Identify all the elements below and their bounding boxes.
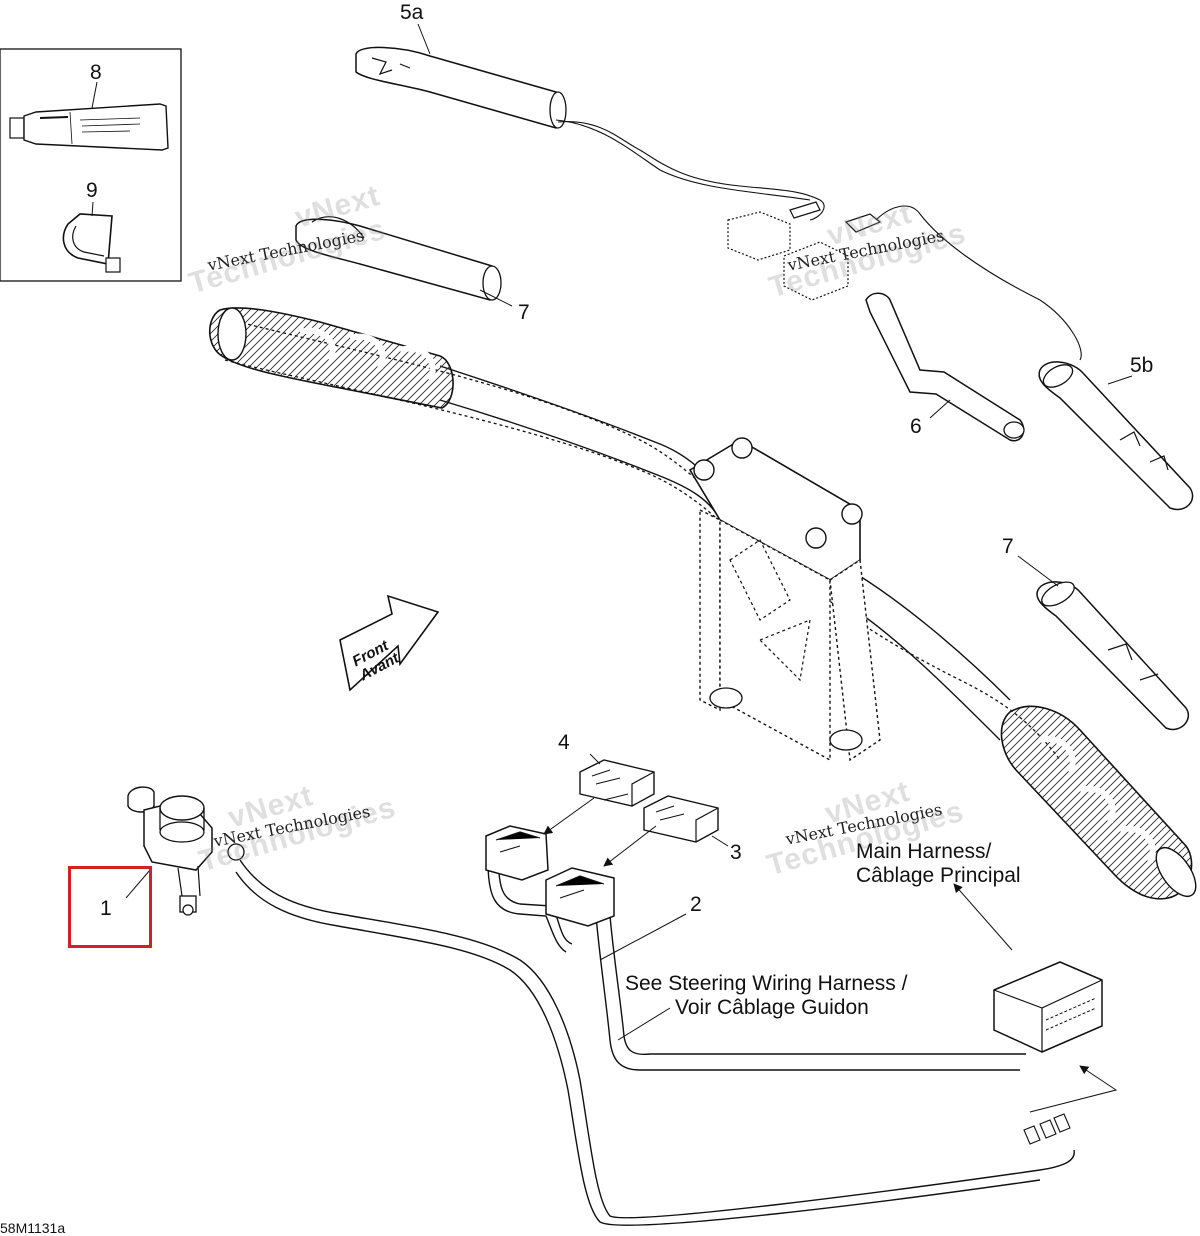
callout-6: 6 xyxy=(910,415,922,438)
main-harness-connector xyxy=(993,961,1103,1053)
tube-6 xyxy=(865,292,1025,442)
callout-5b: 5b xyxy=(1130,354,1154,377)
clip-ring xyxy=(62,213,121,273)
steering-harness-note: See Steering Wiring Harness / Voir Câbla… xyxy=(625,972,908,1019)
callout-2: 2 xyxy=(690,893,702,916)
sleeve-7-upper xyxy=(295,216,502,301)
heating-element-5a xyxy=(355,46,825,221)
callout-4: 4 xyxy=(558,731,570,754)
switch-part-1 xyxy=(127,786,245,916)
grease-tube xyxy=(9,103,169,151)
handlebar-riser xyxy=(688,437,881,762)
callout-8: 8 xyxy=(90,61,102,84)
connector-shell-4 xyxy=(579,759,655,807)
heating-element-5b xyxy=(1038,361,1194,511)
heater-connectors xyxy=(727,201,1082,361)
switch-wire xyxy=(235,859,1075,1226)
leader-lines xyxy=(125,23,1133,1113)
sleeve-7-lower xyxy=(1036,581,1189,731)
callout-7-lower: 7 xyxy=(1002,535,1014,558)
callout-7-upper: 7 xyxy=(518,301,530,324)
front-arrow xyxy=(339,594,440,692)
terminals xyxy=(1023,1113,1071,1145)
harness-connectors xyxy=(485,825,615,927)
callout-9: 9 xyxy=(86,179,98,202)
connector-shell-3 xyxy=(643,795,719,843)
callout-1: 1 xyxy=(100,897,112,920)
callout-3: 3 xyxy=(730,841,742,864)
right-grip xyxy=(1000,705,1197,900)
highlight-callout-1 xyxy=(68,866,152,948)
left-grip xyxy=(208,307,454,409)
main-harness-note: Main Harness/ Câblage Principal xyxy=(856,840,1021,887)
inset-box xyxy=(0,48,182,282)
callout-5a: 5a xyxy=(400,1,424,24)
figure-reference: 58M1131a xyxy=(0,1220,66,1236)
